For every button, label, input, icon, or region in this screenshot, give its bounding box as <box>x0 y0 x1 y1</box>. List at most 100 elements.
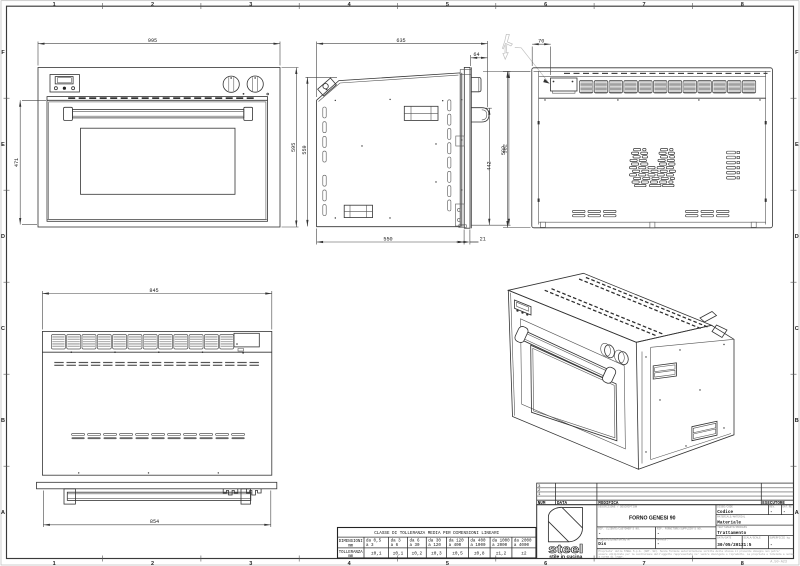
svg-text:582: 582 <box>503 144 509 153</box>
svg-text:2: 2 <box>151 2 154 8</box>
svg-text:mm: mm <box>348 555 354 559</box>
svg-text:RIF. FORNITORE/SUPPLIER'S NO.: RIF. FORNITORE/SUPPLIER'S NO. <box>657 527 702 531</box>
svg-text:845: 845 <box>149 288 158 294</box>
svg-text:a norma di legge.: a norma di legge. <box>599 556 625 559</box>
svg-text:559: 559 <box>302 145 308 154</box>
svg-text:da 30: da 30 <box>428 539 441 544</box>
svg-text:MODIFICA: MODIFICA <box>598 502 619 506</box>
svg-text:±0,1: ±0,1 <box>371 552 382 557</box>
svg-text:a 400: a 400 <box>449 544 462 548</box>
svg-text:Proprieta' della STEEL S.p.A.: Proprieta' della STEEL S.p.A. (ART. 98).… <box>599 550 781 553</box>
svg-text:442: 442 <box>487 161 493 170</box>
svg-text:essere utilizzato per la costr: essere utilizzato per la costruzione del… <box>599 553 795 556</box>
svg-text:3: 3 <box>538 485 541 489</box>
svg-text:da 120: da 120 <box>449 539 465 544</box>
svg-text:da 3: da 3 <box>391 539 402 544</box>
svg-text:-: - <box>598 532 601 537</box>
svg-text:a 4000: a 4000 <box>514 544 530 548</box>
svg-text:595: 595 <box>291 143 297 152</box>
svg-text:64: 64 <box>473 52 479 58</box>
svg-text:CONDIVISIONE/SH.WITH: CONDIVISIONE/SH.WITH <box>598 538 630 542</box>
svg-text:a 6: a 6 <box>391 544 399 548</box>
svg-text:FORNO GENESI 90: FORNO GENESI 90 <box>629 516 676 522</box>
svg-text:D: D <box>1 234 5 240</box>
svg-text:a 2000: a 2000 <box>492 544 508 548</box>
svg-text:8: 8 <box>741 561 744 566</box>
svg-text:E: E <box>1 142 5 148</box>
svg-text:DESCRIZIONE / DESCRIPTION: DESCRIZIONE / DESCRIPTION <box>598 505 637 509</box>
svg-text:1: 1 <box>53 2 56 8</box>
svg-text:DAT.RE: DAT.RE <box>783 506 793 509</box>
svg-text:7: 7 <box>642 2 645 8</box>
svg-text:±0,8: ±0,8 <box>474 552 485 557</box>
svg-text:6: 6 <box>544 561 547 566</box>
svg-text:A: A <box>1 510 5 516</box>
svg-text:APPROV.: APPROV. <box>657 539 668 542</box>
svg-text:550: 550 <box>383 236 392 242</box>
svg-text:Trattamento: Trattamento <box>717 531 746 536</box>
svg-text:995: 995 <box>148 38 157 44</box>
svg-text:TOLLERANZA: TOLLERANZA <box>339 551 363 555</box>
svg-text:mm: mm <box>348 544 354 548</box>
svg-text:±0,5: ±0,5 <box>452 552 463 557</box>
svg-text:Materiale: Materiale <box>717 521 741 526</box>
svg-text:TRATTAMENTO/PROCESS: TRATTAMENTO/PROCESS <box>717 525 747 529</box>
svg-text:C: C <box>795 326 799 332</box>
svg-text:steel: steel <box>548 544 583 556</box>
svg-text:±0,3: ±0,3 <box>431 552 442 557</box>
svg-text:6: 6 <box>544 2 547 8</box>
svg-text:-: - <box>770 543 773 548</box>
svg-text:635: 635 <box>396 38 405 44</box>
svg-text:-: - <box>657 542 660 547</box>
svg-text:C: C <box>1 326 5 332</box>
svg-text:30/05/2012: 30/05/2012 <box>717 543 744 548</box>
svg-text:a 3: a 3 <box>366 544 374 548</box>
svg-text:NUM: NUM <box>538 502 546 506</box>
svg-text:a 1000: a 1000 <box>470 544 486 548</box>
svg-text:±2: ±2 <box>521 552 527 557</box>
svg-text:Codice: Codice <box>717 510 733 515</box>
svg-text:-: - <box>783 510 786 515</box>
svg-text:471: 471 <box>14 158 20 167</box>
svg-text:±0,2: ±0,2 <box>412 552 423 557</box>
svg-text:1: 1 <box>53 561 56 566</box>
svg-text:A: A <box>795 510 799 516</box>
svg-text:da 400: da 400 <box>470 539 486 544</box>
svg-text:DATA: DATA <box>557 502 568 506</box>
svg-text:3: 3 <box>249 2 252 8</box>
svg-text:da 0,5: da 0,5 <box>366 539 382 544</box>
svg-text:da 1000: da 1000 <box>492 539 510 544</box>
svg-text:SCALA/SCALE: SCALA/SCALE <box>744 535 762 539</box>
svg-text:F: F <box>795 50 799 56</box>
svg-text:a 30: a 30 <box>410 544 421 548</box>
svg-text:4: 4 <box>348 561 352 566</box>
svg-text:854: 854 <box>150 519 159 525</box>
svg-text:B: B <box>795 418 799 424</box>
svg-text:A.50-A23: A.50-A23 <box>770 561 787 565</box>
svg-text:da 6: da 6 <box>410 539 421 544</box>
svg-text:F: F <box>1 50 5 56</box>
svg-text:582: 582 <box>501 146 507 155</box>
svg-text:stile in cucina: stile in cucina <box>549 554 582 559</box>
svg-text:7: 7 <box>642 561 645 566</box>
svg-text:DIMENSIONI: DIMENSIONI <box>339 540 363 544</box>
svg-text:±0,1: ±0,1 <box>393 552 404 557</box>
svg-text:5: 5 <box>446 2 449 8</box>
svg-text:CLASSE DI TOLLERANZA MEDIA PER: CLASSE DI TOLLERANZA MEDIA PER DIMENSION… <box>374 530 499 536</box>
svg-text:SUPERFICIE kg: SUPERFICIE kg <box>770 535 791 539</box>
svg-text:21: 21 <box>480 237 486 243</box>
svg-text:3: 3 <box>249 561 252 566</box>
svg-text:5: 5 <box>446 561 449 566</box>
svg-text:Dis: Dis <box>598 542 606 547</box>
svg-text:a 120: a 120 <box>428 544 441 548</box>
svg-text:±1,2: ±1,2 <box>496 552 507 557</box>
svg-text:MATERIALE/MATERIAL: MATERIALE/MATERIAL <box>717 514 745 518</box>
svg-text:2: 2 <box>538 489 541 493</box>
svg-text:D: D <box>795 234 799 240</box>
svg-text:70: 70 <box>538 38 544 44</box>
svg-text:RIF. CLIENTE/CUSTOMER'S NO.: RIF. CLIENTE/CUSTOMER'S NO. <box>598 527 640 531</box>
svg-text:da 2000: da 2000 <box>514 539 532 544</box>
svg-text:DATA/DATE: DATA/DATE <box>717 535 731 539</box>
svg-text:B: B <box>1 418 5 424</box>
svg-text:4: 4 <box>348 2 352 8</box>
